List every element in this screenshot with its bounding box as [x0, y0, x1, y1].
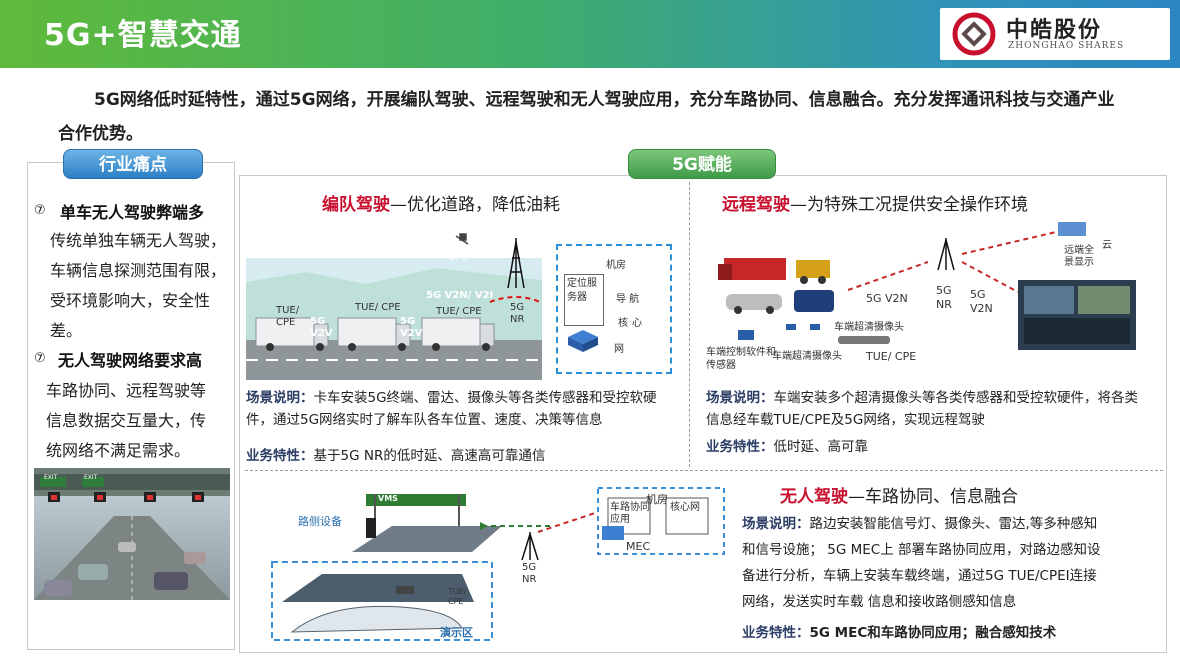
remote-cloud-label: 云 [1102, 240, 1112, 251]
fleet-core-label: 核 [618, 318, 628, 329]
remote-display-label: 远端全景显示 [1064, 245, 1094, 268]
pain-item-2-line-1: 车路协同、远程驾驶等 [46, 381, 207, 400]
remote-v2n-left-label: 5G V2N [866, 292, 908, 305]
auto-nr-label: 5G NR [522, 562, 537, 585]
fleet-feature-text: 基于5G NR的低时延、高速高可靠通信 [313, 448, 546, 464]
remote-control-label: 车端控制软件和传感器 [706, 347, 776, 371]
auto-scene-line-2: 和信号设施； 5G MEC上 部署车路协同应用，对路边感知设 [742, 542, 1101, 558]
horizontal-divider [245, 470, 1163, 471]
auto-title-rest: —车路协同、信息融合 [848, 487, 1018, 507]
fleet-feature: 业务特性：基于5G NR的低时延、高速高可靠通信 [246, 445, 678, 467]
auto-scene-line-4: 网络，发送实时车载 信息和接收路侧感知信息 [742, 594, 1017, 610]
fleet-scene-label: 场景说明： [246, 390, 314, 406]
fleet-label-v2v-1: 5G V2V [310, 316, 333, 339]
fleet-title-rest: —优化道路，降低油耗 [390, 195, 560, 215]
remote-scene-description: 场景说明：车端安装多个超清摄像头等各类传感器和受控软硬件，将各类信息经车载TUE… [706, 387, 1146, 431]
logo-name-en: ZHONGHAO SHARES [1008, 41, 1125, 51]
fleet-label-tue-1: TUE/ CPE [276, 305, 300, 328]
fleet-scene-description: 场景说明：卡车安装5G终端、雷达、摄像头等各类传感器和受控软硬件，通过5G网络实… [246, 387, 678, 431]
remote-camera-label-1: 车端超清摄像头 [834, 322, 904, 333]
remote-title-highlight: 远程驾驶 [722, 195, 790, 215]
fleet-label-nr: 5G NR [510, 302, 525, 325]
pain-points-heading: 行业痛点 [63, 149, 203, 179]
pain-item-1-line-4: 差。 [50, 321, 83, 340]
pain-item-1-line-3: 受环境影响大，安全性 [50, 291, 211, 310]
auto-feature-text: 5G MEC和车路协同应用；融合感知技术 [809, 625, 1057, 641]
auto-title-highlight: 无人驾驶 [780, 487, 848, 507]
fleet-label-v2n: 5G V2N/ V2I [426, 290, 494, 301]
remote-camera-label-2: 车端超清摄像头 [772, 351, 842, 362]
logo-mark-icon [952, 12, 996, 56]
remote-title: 远程驾驶—为特殊工况提供安全操作环境 [722, 190, 1028, 215]
remote-title-rest: —为特殊工况提供安全操作环境 [790, 195, 1028, 215]
fleet-label-gps: GPS [448, 252, 469, 263]
fleet-machine-room: 机房 定位服务器 导 航 核 心 网 [556, 244, 672, 374]
remote-feature: 业务特性：低时延、高可靠 [706, 436, 1146, 458]
auto-vms-label: VMS [378, 494, 398, 503]
fleet-nav-label-2: 心 [632, 318, 642, 329]
remote-tue-label: TUE/ CPE [866, 350, 917, 363]
fleet-title: 编队驾驶—优化道路，降低油耗 [322, 190, 560, 215]
auto-scene-description: 场景说明：路边安装智能信号灯、摄像头、雷达,等多种感知 [742, 511, 1162, 537]
logo-name-cn: 中皓股份 [1006, 18, 1103, 43]
highway-photo [34, 468, 230, 600]
pain-item-1-line-2: 车辆信息探测范围有限， [50, 261, 227, 280]
fleet-title-highlight: 编队驾驶 [322, 195, 390, 215]
auto-illustration [271, 487, 725, 641]
auto-room-label: 机房 [646, 493, 668, 506]
remote-feature-label: 业务特性： [706, 439, 774, 455]
pain-item-2-line-3: 统网络不满足需求。 [46, 441, 191, 460]
auto-mec-label: MEC [626, 540, 651, 553]
pain-item-2-number: ⑦ [34, 351, 46, 366]
fleet-nav-label: 导 航 [616, 294, 640, 305]
pain-item-1-heading: 单车无人驾驶弊端多 [60, 203, 205, 222]
fleet-net-label: 网 [614, 344, 624, 355]
remote-nr-label: 5G NR [936, 284, 952, 311]
auto-feature-label: 业务特性： [742, 625, 810, 641]
pain-item-1-number: ⑦ [34, 203, 46, 218]
server-cube-icon [568, 330, 598, 352]
vertical-divider [689, 182, 690, 467]
fleet-illustration [246, 233, 542, 380]
company-logo: 中皓股份 ZHONGHAO SHARES [940, 8, 1170, 60]
page-title: 5G+智慧交通 [44, 18, 242, 53]
fleet-label-tue-2: TUE/ CPE [355, 302, 401, 313]
fleet-positioning-server: 定位服务器 [564, 274, 604, 326]
pain-item-2-line-2: 信息数据交互量大，传 [46, 411, 207, 430]
remote-scene-text: 车端安装多个超清摄像头等各类传感器和受控软硬件，将各类信息经车载TUE/CPE及… [706, 390, 1138, 428]
auto-tue-label: TUE/ CPE [448, 587, 467, 606]
auto-feature: 业务特性：5G MEC和车路协同应用；融合感知技术 [742, 622, 1162, 644]
auto-scene-label: 场景说明： [742, 516, 810, 532]
auto-title: 无人驾驶—车路协同、信息融合 [780, 482, 1018, 507]
auto-core-label: 核心网 [670, 502, 700, 513]
auto-app-label: 车路协同应用 [610, 502, 650, 525]
fleet-room-label: 机房 [606, 260, 626, 271]
fleet-label-v2v-2: 5G V2V [400, 316, 423, 339]
auto-roadside-label: 路侧设备 [298, 515, 342, 528]
auto-zone-label: 演示区 [440, 626, 473, 639]
pain-item-1-line-1: 传统单独车辆无人驾驶， [50, 231, 227, 250]
fleet-scene-text: 卡车安装5G终端、雷达、摄像头等各类传感器和受控软硬件，通过5G网络实时了解车队… [246, 390, 657, 428]
remote-v2n-right-label: 5G V2N [970, 288, 993, 315]
remote-illustration [718, 222, 1136, 350]
fleet-label-tue-3: TUE/ CPE [436, 306, 482, 317]
photo-exit-sign-1: EXIT [44, 474, 58, 481]
pain-item-2-heading: 无人驾驶网络要求高 [58, 351, 203, 370]
remote-scene-label: 场景说明： [706, 390, 774, 406]
fleet-feature-label: 业务特性： [246, 448, 314, 464]
remote-feature-text: 低时延、高可靠 [773, 439, 869, 455]
auto-scene-line-3: 备进行分析，车辆上安装车载终端，通过5G TUE/CPEI连接 [742, 568, 1097, 584]
intro-paragraph: 5G网络低时延特性，通过5G网络，开展编队驾驶、远程驾驶和无人驾驶应用，充分车路… [58, 90, 1115, 144]
enablement-heading: 5G赋能 [628, 149, 776, 179]
enablement-panel [239, 175, 1167, 653]
photo-exit-sign-2: EXIT [84, 474, 98, 481]
auto-scene-line-1: 路边安装智能信号灯、摄像头、雷达,等多种感知 [809, 516, 1098, 532]
